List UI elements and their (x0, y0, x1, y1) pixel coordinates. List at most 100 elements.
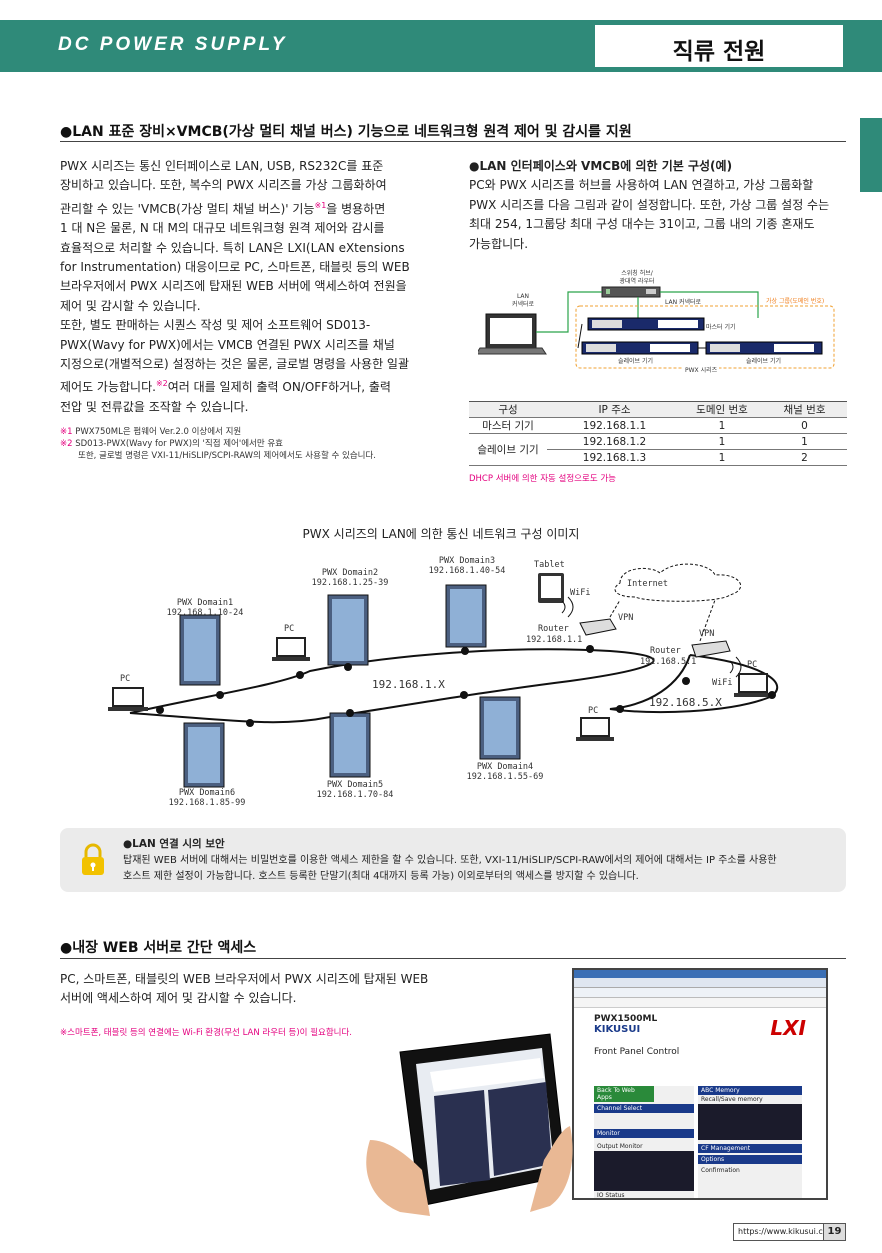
back-button[interactable]: Back To Web Apps (594, 1086, 654, 1102)
note-line: 또한, 글로벌 명령은 VXI-11/HiSLIP/SCPI-RAW의 제어에서… (60, 450, 450, 462)
para-line: 가능합니다. (469, 236, 529, 251)
para-line: 장비하고 있습니다. 또한, 복수의 PWX 시리즈를 가상 그룹화하여 (60, 178, 387, 193)
header-en-title: DC POWER SUPPLY (58, 34, 288, 55)
rack-domain6-icon (183, 722, 225, 788)
footnote-ref-2: ※2 (155, 379, 168, 389)
para-line: for Instrumentation) 대응이므로 PC, 스마트폰, 태블릿… (60, 260, 410, 275)
node-dot (156, 706, 164, 714)
lxi-logo: LXI (770, 1016, 806, 1040)
domain-name: PWX Domain6 (178, 788, 236, 798)
note-text: PWX750ML은 펌웨어 Ver.2.0 이상에서 지원 (75, 427, 242, 437)
confirmation-label: Confirmation (701, 1167, 740, 1174)
subnet2-label: 192.168.5.X (649, 696, 722, 709)
section1-heading: ●LAN 표준 장비×VMCB(가상 멀티 채널 버스) 기능으로 네트워크형 … (60, 124, 632, 140)
dhcp-note: DHCP 서버에 의한 자동 설정으로도 가능 (469, 474, 616, 484)
cf-management-header: CF Management (698, 1144, 802, 1153)
wifi-icon (567, 596, 574, 618)
vpn-label: VPN (618, 613, 634, 623)
router1-label: Router (538, 624, 569, 634)
para-line: 효율적으로 처리할 수 있습니다. 특히 LAN은 LXI(LAN eXtens… (60, 240, 405, 255)
left-hand-icon (366, 1140, 430, 1216)
vmcb-cable (577, 323, 583, 349)
lan-ring-1 (129, 648, 655, 724)
browser-toolbar (574, 988, 826, 998)
security-box (60, 828, 846, 892)
tablet-label: Tablet (534, 560, 565, 570)
tablet-screen-header (430, 1058, 544, 1092)
config-table: 구성 IP 주소 도메인 번호 채널 번호 마스터 기기 192.168.1.1… (469, 401, 847, 466)
browser-tabs (574, 998, 826, 1008)
channel-select-area (594, 1113, 694, 1129)
hub-port (646, 289, 656, 294)
table-header: 채널 번호 (762, 401, 847, 418)
table-cell: 마스터 기기 (469, 417, 547, 434)
table-cell: 0 (762, 417, 847, 434)
domain-name: PWX Domain2 (321, 568, 379, 578)
section1-rule (60, 141, 846, 142)
basic-config-heading: ●LAN 인터페이스와 VMCB에 의한 기본 구성(예) (469, 159, 733, 173)
pc-laptop-icon (272, 637, 310, 661)
laptop-base (478, 347, 547, 355)
domain-ip: 192.168.1.40-54 (428, 566, 506, 576)
router2-label: Router (650, 646, 681, 656)
options-header[interactable]: Options (698, 1155, 802, 1164)
web-model: PWX1500ML (594, 1014, 658, 1024)
wifi-icon (729, 660, 734, 674)
table-header: IP 주소 (547, 401, 682, 418)
section2-paragraph: PC, 스마트폰, 태블릿의 WEB 브라우저에서 PWX 시리즈에 탑재된 W… (60, 970, 460, 1009)
wifi-icon (735, 656, 742, 678)
router2-ip: 192.168.5.1 (640, 657, 697, 667)
node-dot (346, 709, 354, 717)
para-line: 1 대 N은 물론, N 대 M의 대규모 네트워크형 원격 제어와 감시를 (60, 221, 385, 236)
web-page-title: Front Panel Control (594, 1047, 680, 1057)
security-line: 호스트 제한 설정이 가능합니다. 호스트 등록한 단말기(최대 4대까지 등록… (123, 871, 639, 882)
header-ko-title: 직류 전원 (672, 39, 766, 65)
browser-window: PWX1500ML KIKUSUI LXI Front Panel Contro… (572, 968, 828, 1200)
security-text: 탑재된 WEB 서버에 대해서는 비밀번호를 이용한 액세스 제한을 할 수 있… (123, 853, 838, 885)
section1-notes: ※1 PWX750ML은 펌웨어 Ver.2.0 이상에서 지원 ※2 SD01… (60, 426, 450, 462)
node-dot (460, 691, 468, 699)
web-header: PWX1500ML KIKUSUI LXI Front Panel Contro… (574, 1008, 826, 1078)
vpn-link (699, 599, 716, 642)
para-line: PC, 스마트폰, 태블릿의 WEB 브라우저에서 PWX 시리즈에 탑재된 W… (60, 972, 429, 986)
basic-config-text: ●LAN 인터페이스와 VMCB에 의한 기본 구성(예) PC와 PWX 시리… (469, 157, 849, 254)
para-line: 서버에 액세스하여 제어 및 감시할 수 있습니다. (60, 991, 297, 1006)
wifi-label: WiFi (712, 678, 733, 688)
domain-ip: 192.168.1.10-24 (166, 608, 244, 618)
channel-select-header: Channel Select (594, 1104, 694, 1113)
para-line: 지정으로(개별적으로) 설정하는 것은 물론, 글로벌 명령을 사용한 일괄 (60, 357, 410, 372)
monitor-tab[interactable]: Monitor (594, 1129, 694, 1138)
vpn-label: VPN (699, 629, 715, 639)
table-row: 마스터 기기 192.168.1.1 1 0 (469, 417, 847, 434)
pc-label: PC (588, 706, 599, 716)
security-title: ●LAN 연결 시의 보안 (123, 838, 225, 850)
virtual-group-box (575, 305, 835, 369)
note-line: ※2 SD013-PWX(Wavy for PWX)의 '직접 제어'에서만 유… (60, 438, 450, 450)
para-line: PWX 시리즈는 통신 인터페이스로 LAN, USB, RS232C를 표준 (60, 159, 384, 173)
section1-paragraph: PWX 시리즈는 통신 인터페이스로 LAN, USB, RS232C를 표준 … (60, 157, 440, 417)
para-text: 여러 대를 일제히 출력 ON/OFF하거나, 출력 (167, 380, 391, 395)
node-dot (616, 705, 624, 713)
node-dot (682, 677, 690, 685)
security-line: 탑재된 WEB 서버에 대해서는 비밀번호를 이용한 액세스 제한을 할 수 있… (123, 855, 777, 866)
node-dot (344, 663, 352, 671)
rack-domain5-icon (329, 712, 371, 778)
domain-ip: 192.168.1.25-39 (311, 578, 389, 588)
hub-port (606, 289, 610, 294)
lan-connector-right-label: LAN 커넥터로 (665, 299, 702, 306)
domain-ip: 192.168.1.55-69 (466, 772, 544, 782)
node-dot (586, 645, 594, 653)
router1-ip: 192.168.1.1 (526, 635, 583, 645)
web-left-panel: Back To Web Apps Channel Select Monitor … (594, 1086, 694, 1198)
rack-domain4-icon (479, 696, 521, 760)
lan-cable (536, 291, 602, 333)
table-cell: 2 (762, 449, 847, 466)
series-label: PWX 시리즈 (683, 365, 720, 374)
node-dot (246, 719, 254, 727)
side-tab (860, 118, 882, 192)
pc-label: PC (284, 624, 295, 634)
domain-ip: 192.168.1.85-99 (168, 798, 246, 808)
section2-heading: ●내장 WEB 서버로 간단 액세스 (60, 940, 257, 956)
